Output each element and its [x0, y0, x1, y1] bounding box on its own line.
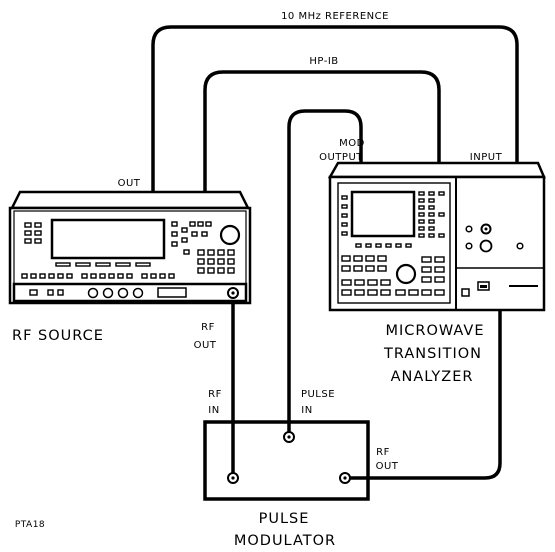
- label-rf-out-source-line1: RF: [201, 322, 215, 333]
- rf-source-display: [50, 218, 166, 260]
- rf-source-knob: [219, 224, 241, 246]
- analyzer-display: [350, 190, 416, 238]
- label-mod: MOD: [339, 138, 365, 149]
- label-pulse-in-line1: PULSE: [301, 389, 335, 400]
- label-rf-in-line1: RF: [208, 389, 222, 400]
- label-figure-id: PTA18: [15, 520, 45, 530]
- label-pulse-in-line2: IN: [301, 405, 312, 416]
- cable-hpib: [203, 70, 441, 192]
- label-input: INPUT: [470, 152, 503, 163]
- pulse-modulator-box: [203, 420, 370, 501]
- label-rf-source: RF SOURCE: [12, 328, 104, 344]
- label-10mhz-reference: 10 MHz REFERENCE: [281, 11, 389, 22]
- label-out-reference: OUT: [118, 178, 141, 189]
- label-output: OUTPUT: [319, 152, 363, 163]
- label-rf-in-line2: IN: [208, 405, 219, 416]
- label-analyzer-line1: MICROWAVE: [385, 323, 484, 339]
- label-pulse-modulator-line1: PULSE: [259, 511, 310, 527]
- rf-source-instrument: [8, 190, 252, 305]
- label-rf-out-modulator-line2: OUT: [376, 461, 399, 472]
- microwave-transition-analyzer: [327, 161, 546, 312]
- label-pulse-modulator-line2: MODULATOR: [234, 533, 336, 549]
- label-hpib: HP-IB: [309, 56, 338, 67]
- label-analyzer-line2: TRANSITION: [383, 346, 482, 362]
- cable-10mhz-reference: [151, 25, 519, 192]
- cable-mod-output: [287, 109, 363, 435]
- label-rf-out-modulator-line1: RF: [376, 447, 390, 458]
- analyzer-knob: [395, 263, 417, 285]
- label-rf-out-source-line2: OUT: [194, 340, 217, 351]
- label-analyzer-line3: ANALYZER: [391, 369, 474, 385]
